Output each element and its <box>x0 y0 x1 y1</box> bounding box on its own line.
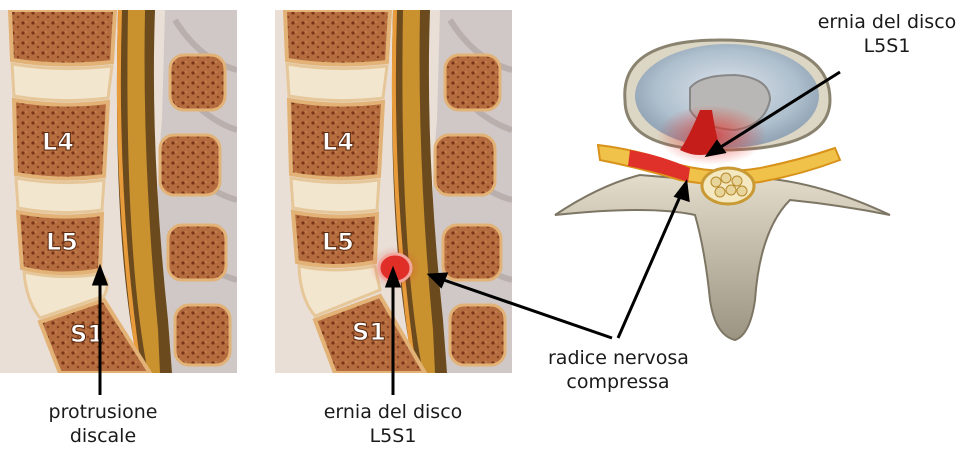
spinal-cord <box>127 10 160 373</box>
label-l5-left: L5 <box>46 228 78 256</box>
label-l4-mid: L4 <box>322 128 354 156</box>
herniation-top <box>680 110 720 155</box>
label-nerve-root: radice nervosa compressa <box>548 346 689 394</box>
label-protrusion-line2: discale <box>69 425 137 447</box>
vertebra-l3-2 <box>282 10 393 67</box>
label-hernia-side-line2: L5S1 <box>369 425 417 447</box>
compressed-nerve <box>628 150 690 182</box>
label-l5-mid: L5 <box>322 228 354 256</box>
spinous-processes <box>158 53 232 367</box>
spinous-processes-2 <box>433 53 507 367</box>
vertebra-s1 <box>37 297 153 373</box>
disc-l4-l5 <box>14 176 106 215</box>
label-hernia-top: ernia del disco L5S1 <box>812 10 962 58</box>
label-hernia-top-line2: L5S1 <box>863 35 911 57</box>
disc-l3-l4-2 <box>285 62 389 103</box>
vertebra-l5-2 <box>290 209 380 268</box>
vertebra-l3 <box>7 10 118 67</box>
sagittal-panel-protrusion: L4 L5 S1 <box>0 10 237 373</box>
label-hernia-side: ernia del disco L5S1 <box>318 400 468 448</box>
disc-l4-l5-2 <box>289 176 381 215</box>
label-protrusion-line1: protrusione <box>48 401 158 423</box>
label-s1-mid: S1 <box>352 318 386 346</box>
label-s1-left: S1 <box>70 320 104 348</box>
vertebra-s1-2 <box>312 293 428 373</box>
label-nerve-root-line1: radice nervosa <box>548 347 689 369</box>
sagittal-panel-hernia: L4 L5 S1 <box>275 10 512 373</box>
axial-vertebra-view <box>554 38 891 342</box>
label-hernia-top-line1: ernia del disco <box>817 11 957 33</box>
vertebra-l4 <box>11 97 111 181</box>
label-l4-left: L4 <box>42 128 74 156</box>
vertebra-arch <box>554 173 891 342</box>
vertebra-l4-2 <box>286 97 386 181</box>
disc-l3-l4 <box>10 62 114 103</box>
label-hernia-side-line1: ernia del disco <box>323 401 463 423</box>
label-nerve-root-line2: compressa <box>566 371 670 393</box>
pointer-lines <box>91 70 841 395</box>
vertebra-l5 <box>15 209 105 276</box>
label-protrusion: protrusione discale <box>38 400 168 448</box>
